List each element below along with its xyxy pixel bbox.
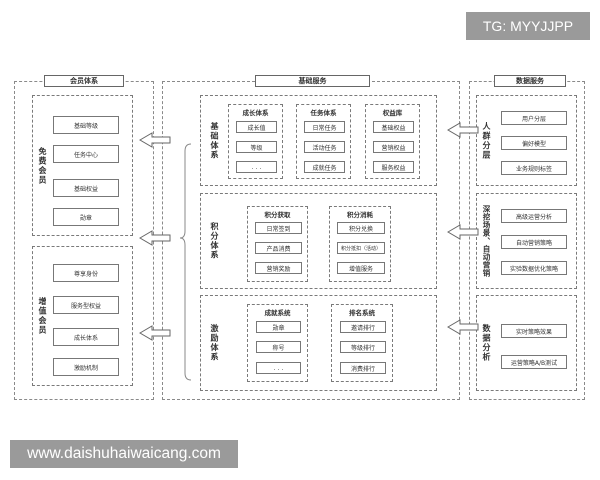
module-item: 产品消费 <box>255 242 302 254</box>
brace-icon <box>179 143 192 381</box>
module-item: 日常任务 <box>304 121 345 133</box>
paid-member-label-wrap: 增值会员 <box>37 247 48 385</box>
incentive-system-label-wrap: 激励体系 <box>209 296 220 390</box>
incentive-system-section: 激励体系 成就系统 勋章 称号 . . . 排名系统 邀请排行 等级排行 消费排… <box>200 295 437 391</box>
data-analysis-label: 数据分析 <box>482 324 491 362</box>
basic-system-section: 基础体系 成长体系 成长值 等级 . . . 任务体系 日常任务 活动任务 成就… <box>200 95 437 186</box>
module-item: 等级排行 <box>340 341 386 353</box>
points-spend-module: 积分消耗 积分兑换 积分抵扣（活动） 增值服务 <box>329 206 391 282</box>
left-arrow-icon <box>139 230 171 246</box>
module-item: 积分抵扣（活动） <box>337 242 385 254</box>
free-member-item: 任务中心 <box>53 145 119 163</box>
data-item: 偏好模型 <box>501 136 567 150</box>
paid-member-item: 激励机制 <box>53 358 119 376</box>
auto-marketing-label: 深挖场景、自动营销 <box>482 205 491 277</box>
data-item: 运营策略A/B测试 <box>501 355 567 369</box>
paid-member-group: 增值会员 尊享身份 服务型权益 成长体系 激励机制 <box>32 246 133 386</box>
points-earn-module: 积分获取 日常签到 产品消费 营销奖励 <box>247 206 308 282</box>
free-member-item: 基础等级 <box>53 116 119 134</box>
data-item: 高级运营分析 <box>501 209 567 223</box>
base-service-column-title: 基础服务 <box>255 75 370 87</box>
ranking-system-module: 排名系统 邀请排行 等级排行 消费排行 <box>331 304 393 382</box>
module-item: 积分兑换 <box>337 222 385 234</box>
data-service-column-title: 数据服务 <box>494 75 566 87</box>
user-segmentation-label: 人群分层 <box>482 121 491 160</box>
user-segmentation-section: 人群分层 用户分层 偏好模型 业务规则标签 <box>476 95 577 186</box>
free-member-label-wrap: 免费会员 <box>37 96 48 235</box>
bottom-watermark: www.daishuhaiwaicang.com <box>10 440 238 468</box>
module-item: 勋章 <box>256 321 301 333</box>
module-item: 日常签到 <box>255 222 302 234</box>
module-title: 成长体系 <box>242 109 269 117</box>
data-item: 自动营销策略 <box>501 235 567 249</box>
left-arrow-icon <box>139 325 171 341</box>
paid-member-label: 增值会员 <box>38 297 47 335</box>
points-system-label: 积分体系 <box>210 222 219 260</box>
data-analysis-section: 数据分析 实时策略效果 运营策略A/B测试 <box>476 295 577 391</box>
free-member-item: 勋章 <box>53 208 119 226</box>
free-member-group: 免费会员 基础等级 任务中心 基础权益 勋章 <box>32 95 133 236</box>
data-item: 实验数据优化策略 <box>501 261 567 275</box>
paid-member-item: 尊享身份 <box>53 264 119 282</box>
module-item: 营销权益 <box>373 141 414 153</box>
achievement-system-module: 成就系统 勋章 称号 . . . <box>247 304 308 382</box>
left-arrow-icon <box>139 132 171 148</box>
free-member-item: 基础权益 <box>53 179 119 197</box>
module-item: 消费排行 <box>340 362 386 374</box>
auto-marketing-section: 深挖场景、自动营销 高级运营分析 自动营销策略 实验数据优化策略 <box>476 193 577 289</box>
points-system-label-wrap: 积分体系 <box>209 194 220 288</box>
module-title: 任务体系 <box>310 109 337 117</box>
module-title: 积分获取 <box>264 211 291 219</box>
module-item: 活动任务 <box>304 141 345 153</box>
left-arrow-icon <box>447 122 479 138</box>
module-item: . . . <box>256 362 301 374</box>
member-column-title: 会员体系 <box>44 75 124 87</box>
left-arrow-icon <box>447 224 479 240</box>
paid-member-item: 服务型权益 <box>53 296 119 314</box>
benefit-library-module: 权益库 基础权益 营销权益 服务权益 <box>365 104 420 179</box>
free-member-label: 免费会员 <box>38 146 47 185</box>
data-analysis-label-wrap: 数据分析 <box>481 296 492 390</box>
module-item: 等级 <box>236 141 277 153</box>
module-title: 排名系统 <box>349 309 375 317</box>
data-item: 实时策略效果 <box>501 324 567 338</box>
data-item: 业务规则标签 <box>501 161 567 175</box>
basic-system-label: 基础体系 <box>210 121 219 160</box>
incentive-system-label: 激励体系 <box>210 324 219 362</box>
module-item: 服务权益 <box>373 161 414 173</box>
module-item: 称号 <box>256 341 301 353</box>
module-title: 积分消耗 <box>347 211 373 219</box>
basic-system-label-wrap: 基础体系 <box>209 96 220 185</box>
user-segmentation-label-wrap: 人群分层 <box>481 96 492 185</box>
growth-system-module: 成长体系 成长值 等级 . . . <box>228 104 283 179</box>
data-item: 用户分层 <box>501 111 567 125</box>
module-item: 基础权益 <box>373 121 414 133</box>
left-arrow-icon <box>447 319 479 335</box>
module-item: 增值服务 <box>337 262 385 274</box>
module-item: 成长值 <box>236 121 277 133</box>
module-item: 邀请排行 <box>340 321 386 333</box>
module-title: 权益库 <box>382 109 403 117</box>
top-watermark: TG: MYYJJPP <box>466 12 590 40</box>
module-title: 成就系统 <box>264 309 291 317</box>
module-item: 营销奖励 <box>255 262 302 274</box>
task-system-module: 任务体系 日常任务 活动任务 成就任务 <box>296 104 351 179</box>
module-item: . . . <box>236 161 277 173</box>
auto-marketing-label-wrap: 深挖场景、自动营销 <box>481 194 492 288</box>
module-item: 成就任务 <box>304 161 345 173</box>
points-system-section: 积分体系 积分获取 日常签到 产品消费 营销奖励 积分消耗 积分兑换 积分抵扣（… <box>200 193 437 289</box>
paid-member-item: 成长体系 <box>53 328 119 346</box>
